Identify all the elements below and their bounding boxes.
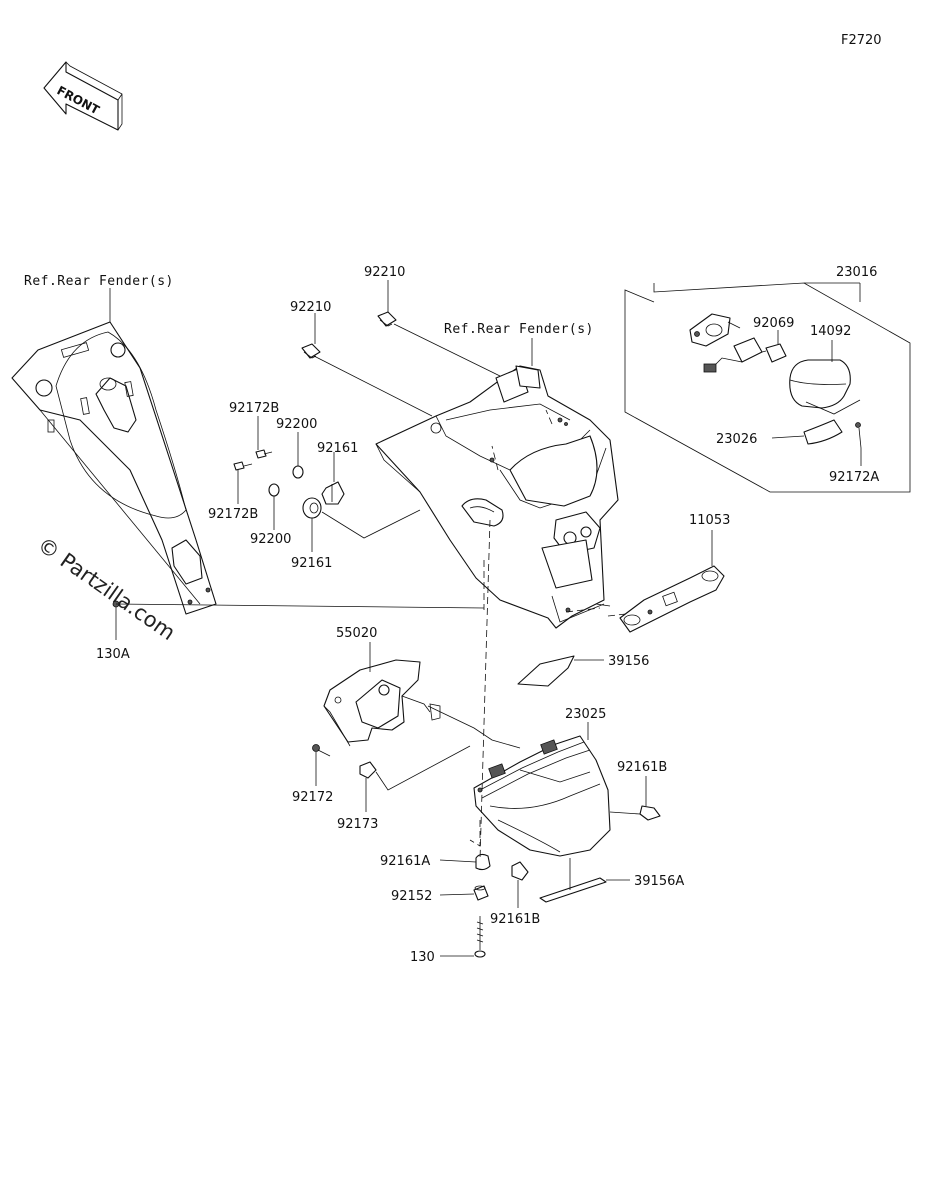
- label-92173: 92173: [337, 817, 378, 832]
- label-ref-rear-fender-left: Ref.Rear Fender(s): [24, 274, 174, 289]
- label-130A: 130A: [96, 647, 130, 662]
- gasket-part: [803, 419, 843, 445]
- label-14092: 14092: [810, 324, 851, 339]
- grommet-92161b-b-part: [511, 861, 529, 881]
- assembly-dash-lines: [469, 409, 627, 861]
- bulb-part: [761, 343, 787, 363]
- label-92069: 92069: [753, 316, 794, 331]
- label-39156: 39156: [608, 654, 649, 669]
- rear-fender-main-part: [375, 365, 619, 629]
- label-92161B-b: 92161B: [490, 912, 540, 927]
- collar-92173-part: [359, 761, 377, 779]
- label-92161A: 92161A: [380, 854, 430, 869]
- watermark: © Partzilla.com: [33, 532, 180, 645]
- label-92172B-b: 92172B: [208, 507, 258, 522]
- label-92210-a: 92210: [290, 300, 331, 315]
- bolt-92172-part: [312, 744, 331, 757]
- label-92161-a: 92161: [317, 441, 358, 456]
- pad-39156a-part: [539, 877, 607, 903]
- pad-39156-part: [517, 655, 575, 687]
- label-92152: 92152: [391, 889, 432, 904]
- label-92161B-a: 92161B: [617, 760, 667, 775]
- label-92210-b: 92210: [364, 265, 405, 280]
- label-23026: 23026: [716, 432, 757, 447]
- label-55020: 55020: [336, 626, 377, 641]
- bolt-92172b-b-part: [233, 461, 253, 471]
- label-92200-b: 92200: [250, 532, 291, 547]
- label-39156A: 39156A: [634, 874, 684, 889]
- grommet-92161b-a-part: [639, 805, 661, 821]
- lamp-lens-part: [789, 359, 861, 415]
- grommet-92161-b-part: [302, 497, 322, 519]
- label-92200-a: 92200: [276, 417, 317, 432]
- clip-nut-92210-b-part: [377, 311, 397, 327]
- washer-92200-b-part: [268, 483, 280, 497]
- label-23025: 23025: [565, 707, 606, 722]
- label-11053: 11053: [689, 513, 730, 528]
- grommet-92161a-part: [475, 853, 491, 871]
- front-arrow-icon: FRONT: [43, 61, 123, 131]
- bolt-130-part: [474, 916, 486, 958]
- label-ref-rear-fender-right: Ref.Rear Fender(s): [444, 322, 594, 337]
- label-23016: 23016: [836, 265, 877, 280]
- washer-92200-a-part: [292, 465, 304, 479]
- label-92172A: 92172A: [829, 470, 879, 485]
- license-bracket-part: [619, 565, 725, 633]
- tail-light-part: [427, 703, 611, 857]
- license-lamp-group-box: [624, 282, 911, 493]
- bolt-92172b-a-part: [255, 449, 273, 459]
- label-92172: 92172: [292, 790, 333, 805]
- lamp-socket-part: [689, 313, 763, 373]
- part-labels: Ref.Rear Fender(s) Ref.Rear Fender(s) 92…: [24, 265, 879, 965]
- leader-lines: [109, 280, 862, 957]
- label-92161-b: 92161: [291, 556, 332, 571]
- label-130: 130: [410, 950, 435, 965]
- clip-nut-92210-a-part: [301, 343, 321, 359]
- collar-92152-part: [473, 885, 489, 901]
- rear-fender-left-part: [11, 321, 217, 615]
- tail-light-bracket-part: [323, 659, 431, 747]
- label-92172B-a: 92172B: [229, 401, 279, 416]
- grommet-92161-a-part: [321, 481, 345, 505]
- screw-92172a-part: [855, 422, 862, 449]
- figure-code: F2720: [841, 33, 882, 48]
